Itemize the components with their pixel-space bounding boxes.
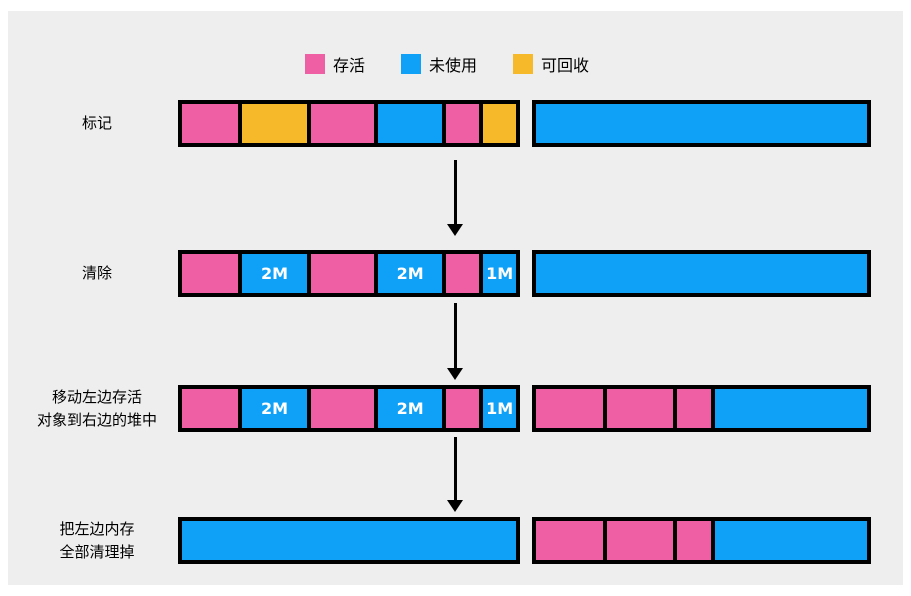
- arrow-line: [453, 437, 457, 500]
- row-label: 把左边内存全部清理掉: [16, 517, 178, 564]
- memory-segment-unused: 2M: [241, 389, 308, 428]
- memory-segment-unused: 2M: [378, 389, 442, 428]
- diagram-row: 标记: [8, 100, 903, 147]
- diagram-row: 移动左边存活对象到右边的堆中 2M 2M 1M: [8, 385, 903, 432]
- memory-segment-unused: 2M: [378, 254, 442, 293]
- down-arrow: [444, 437, 466, 512]
- memory-segment-unused: [182, 521, 516, 560]
- legend-label: 存活: [333, 56, 366, 75]
- memory-bar-left: [178, 517, 520, 564]
- memory-segment-unused: [714, 389, 867, 428]
- arrow-head-icon: [447, 224, 463, 236]
- down-arrow: [444, 303, 466, 380]
- legend-swatch-alive: [305, 54, 325, 74]
- legend-label: 未使用: [429, 56, 478, 75]
- legend-item: 未使用: [401, 52, 477, 76]
- arrow-line: [453, 160, 457, 224]
- memory-segment-unused: [378, 104, 442, 143]
- diagram-panel: 存活 未使用 可回收 标记 清除 2M 2M 1M 移动左边存活对象到右边的堆中 2…: [8, 11, 903, 585]
- memory-segment-alive: [445, 389, 480, 428]
- memory-bar-left: [178, 100, 520, 147]
- memory-segment-alive: [536, 389, 603, 428]
- row-label-line: 清除: [81, 264, 112, 283]
- memory-segment-alive: [606, 521, 674, 560]
- memory-bar-left: 2M 2M 1M: [178, 250, 520, 297]
- row-label-line: 全部清理掉: [59, 542, 135, 561]
- legend-label: 可回收: [541, 56, 590, 75]
- memory-segment-alive: [182, 389, 238, 428]
- legend-item: 存活: [305, 52, 365, 76]
- memory-bar-right: [532, 385, 871, 432]
- memory-segment-unused: [714, 521, 867, 560]
- memory-segment-recyclable: [483, 104, 516, 143]
- legend: 存活 未使用 可回收: [305, 52, 589, 76]
- memory-segment-unused: [536, 104, 867, 143]
- memory-segment-alive: [182, 254, 238, 293]
- row-label-line: 标记: [81, 114, 112, 133]
- row-label-line: 对象到右边的堆中: [36, 410, 157, 429]
- memory-segment-alive: [677, 389, 711, 428]
- arrow-head-icon: [447, 500, 463, 512]
- memory-segment-alive: [311, 254, 375, 293]
- memory-segment-recyclable: [241, 104, 308, 143]
- memory-bar-right: [532, 517, 871, 564]
- memory-segment-unused: [536, 254, 867, 293]
- memory-segment-alive: [606, 389, 674, 428]
- memory-segment-unused: 1M: [483, 389, 516, 428]
- memory-segment-alive: [677, 521, 711, 560]
- memory-segment-alive: [445, 104, 480, 143]
- memory-segment-alive: [311, 104, 375, 143]
- memory-segment-alive: [311, 389, 375, 428]
- diagram-row: 清除 2M 2M 1M: [8, 250, 903, 297]
- diagram-row: 把左边内存全部清理掉: [8, 517, 903, 564]
- down-arrow: [444, 160, 466, 236]
- row-label: 标记: [16, 100, 178, 147]
- memory-segment-unused: 1M: [483, 254, 516, 293]
- memory-segment-alive: [445, 254, 480, 293]
- arrow-line: [453, 303, 457, 368]
- legend-swatch-recyclable: [513, 54, 534, 74]
- arrow-head-icon: [447, 368, 463, 380]
- row-label: 清除: [16, 250, 178, 297]
- memory-segment-unused: 2M: [241, 254, 308, 293]
- memory-bar-right: [532, 250, 871, 297]
- memory-segment-alive: [182, 104, 238, 143]
- row-label: 移动左边存活对象到右边的堆中: [16, 385, 178, 432]
- legend-item: 可回收: [513, 52, 589, 76]
- row-label-line: 移动左边存活: [51, 388, 142, 406]
- memory-bar-left: 2M 2M 1M: [178, 385, 520, 432]
- legend-swatch-unused: [401, 54, 422, 74]
- row-label-line: 把左边内存: [59, 520, 135, 538]
- memory-bar-right: [532, 100, 871, 147]
- memory-segment-alive: [536, 521, 603, 560]
